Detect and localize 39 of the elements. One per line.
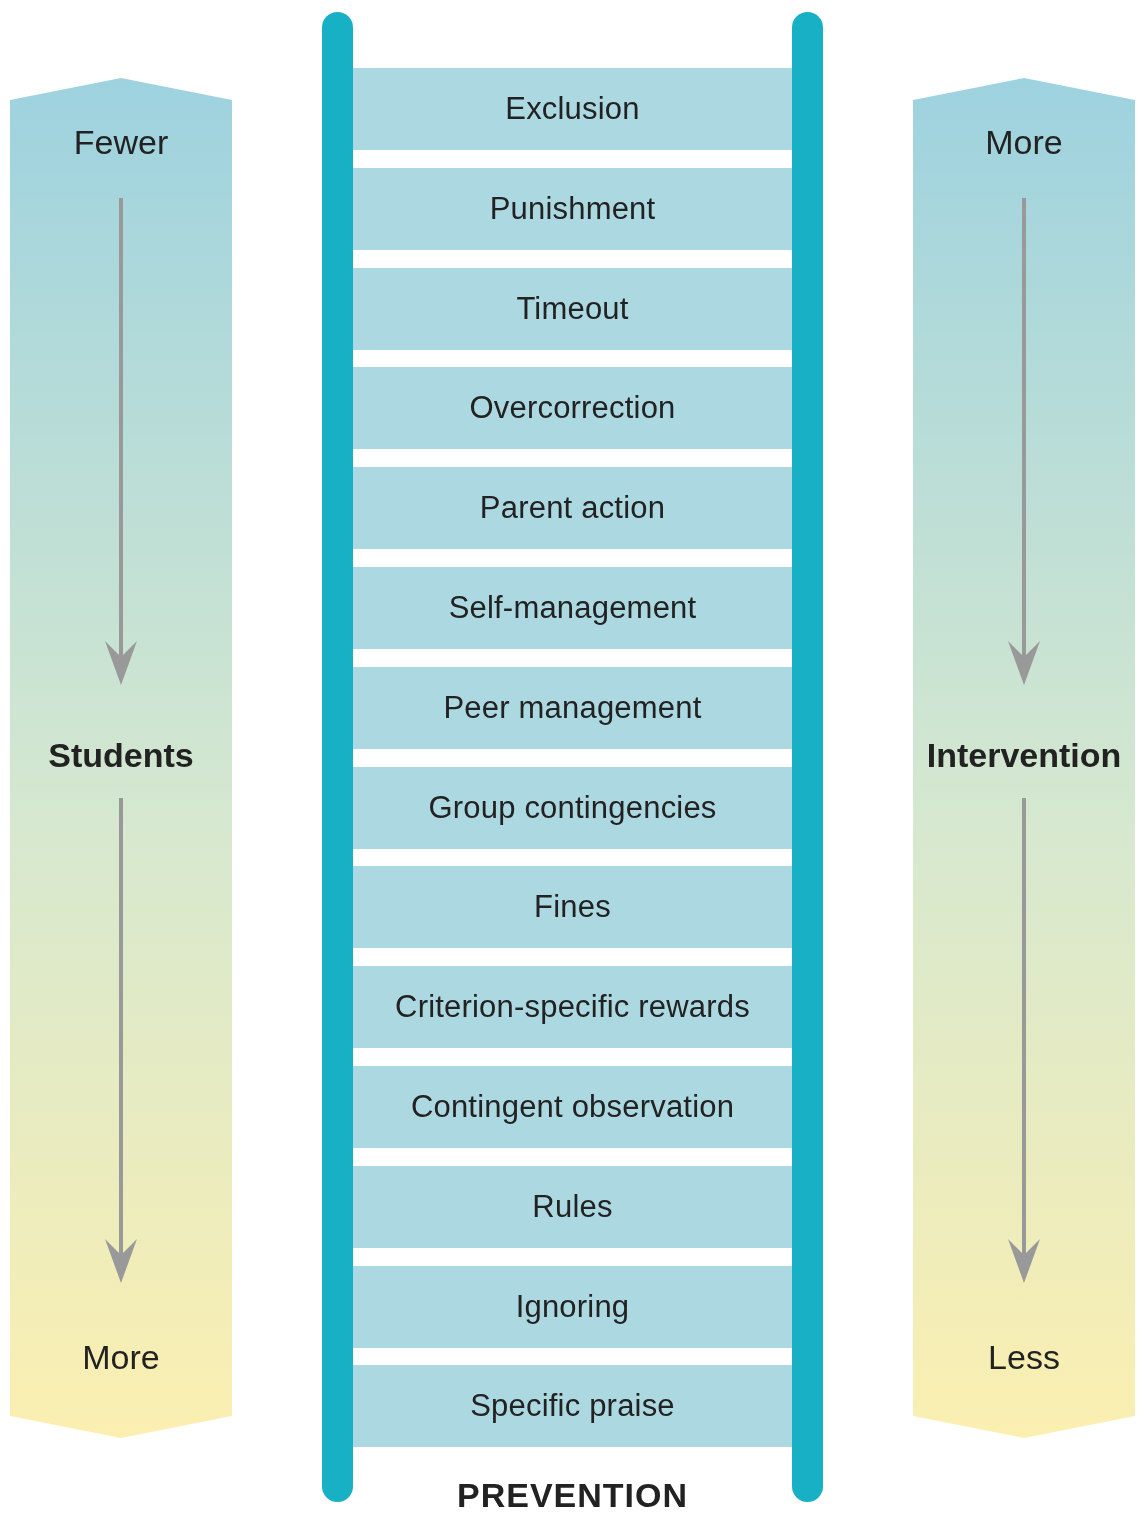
band-text: Less [987, 1337, 1061, 1377]
rung-label: Punishment [489, 190, 656, 227]
rung-label: Exclusion [505, 91, 640, 127]
band-text: Students [47, 735, 195, 775]
rung-label: Fines [534, 889, 611, 926]
ladder-rung [353, 1365, 792, 1448]
rung-label: Rules [532, 1188, 613, 1225]
ladder-rung [353, 666, 792, 749]
ladder-rung [353, 68, 792, 150]
ladder-rung [353, 1265, 792, 1348]
rung-label: Contingent observation [410, 1089, 735, 1125]
band-text: More [984, 122, 1064, 162]
rung-label: Overcorrection [469, 390, 676, 427]
rung-label: Group contingencies [428, 789, 717, 826]
rung-label: Criterion-specific rewards [395, 989, 750, 1026]
ladder-rung [353, 167, 792, 250]
direction-band [913, 76, 1135, 1440]
ladder-rail [322, 12, 353, 1502]
rung-label: Ignoring [515, 1288, 630, 1325]
ladder-rung [353, 766, 792, 849]
rung-label: Specific praise [470, 1388, 675, 1425]
direction-band [10, 76, 232, 1440]
ladder-rung [353, 866, 792, 949]
ladder-rung [353, 267, 792, 350]
band-text: Fewer [72, 122, 170, 162]
ladder-rung [353, 1066, 792, 1148]
rung-label: Timeout [516, 290, 629, 327]
rung-label: Peer management [443, 689, 702, 726]
ladder-rung [353, 966, 792, 1049]
ladder-rung [353, 367, 792, 450]
ladder-rail [792, 12, 823, 1502]
ladder-rung [353, 1165, 792, 1248]
band-text: Intervention [925, 735, 1123, 775]
ladder-rung [353, 467, 792, 550]
ladder-caption: PREVENTION [456, 1476, 688, 1514]
ladder-rung [353, 567, 792, 649]
band-text: More [81, 1337, 161, 1377]
rung-label: Self-management [448, 590, 697, 626]
rung-label: Parent action [479, 490, 666, 527]
